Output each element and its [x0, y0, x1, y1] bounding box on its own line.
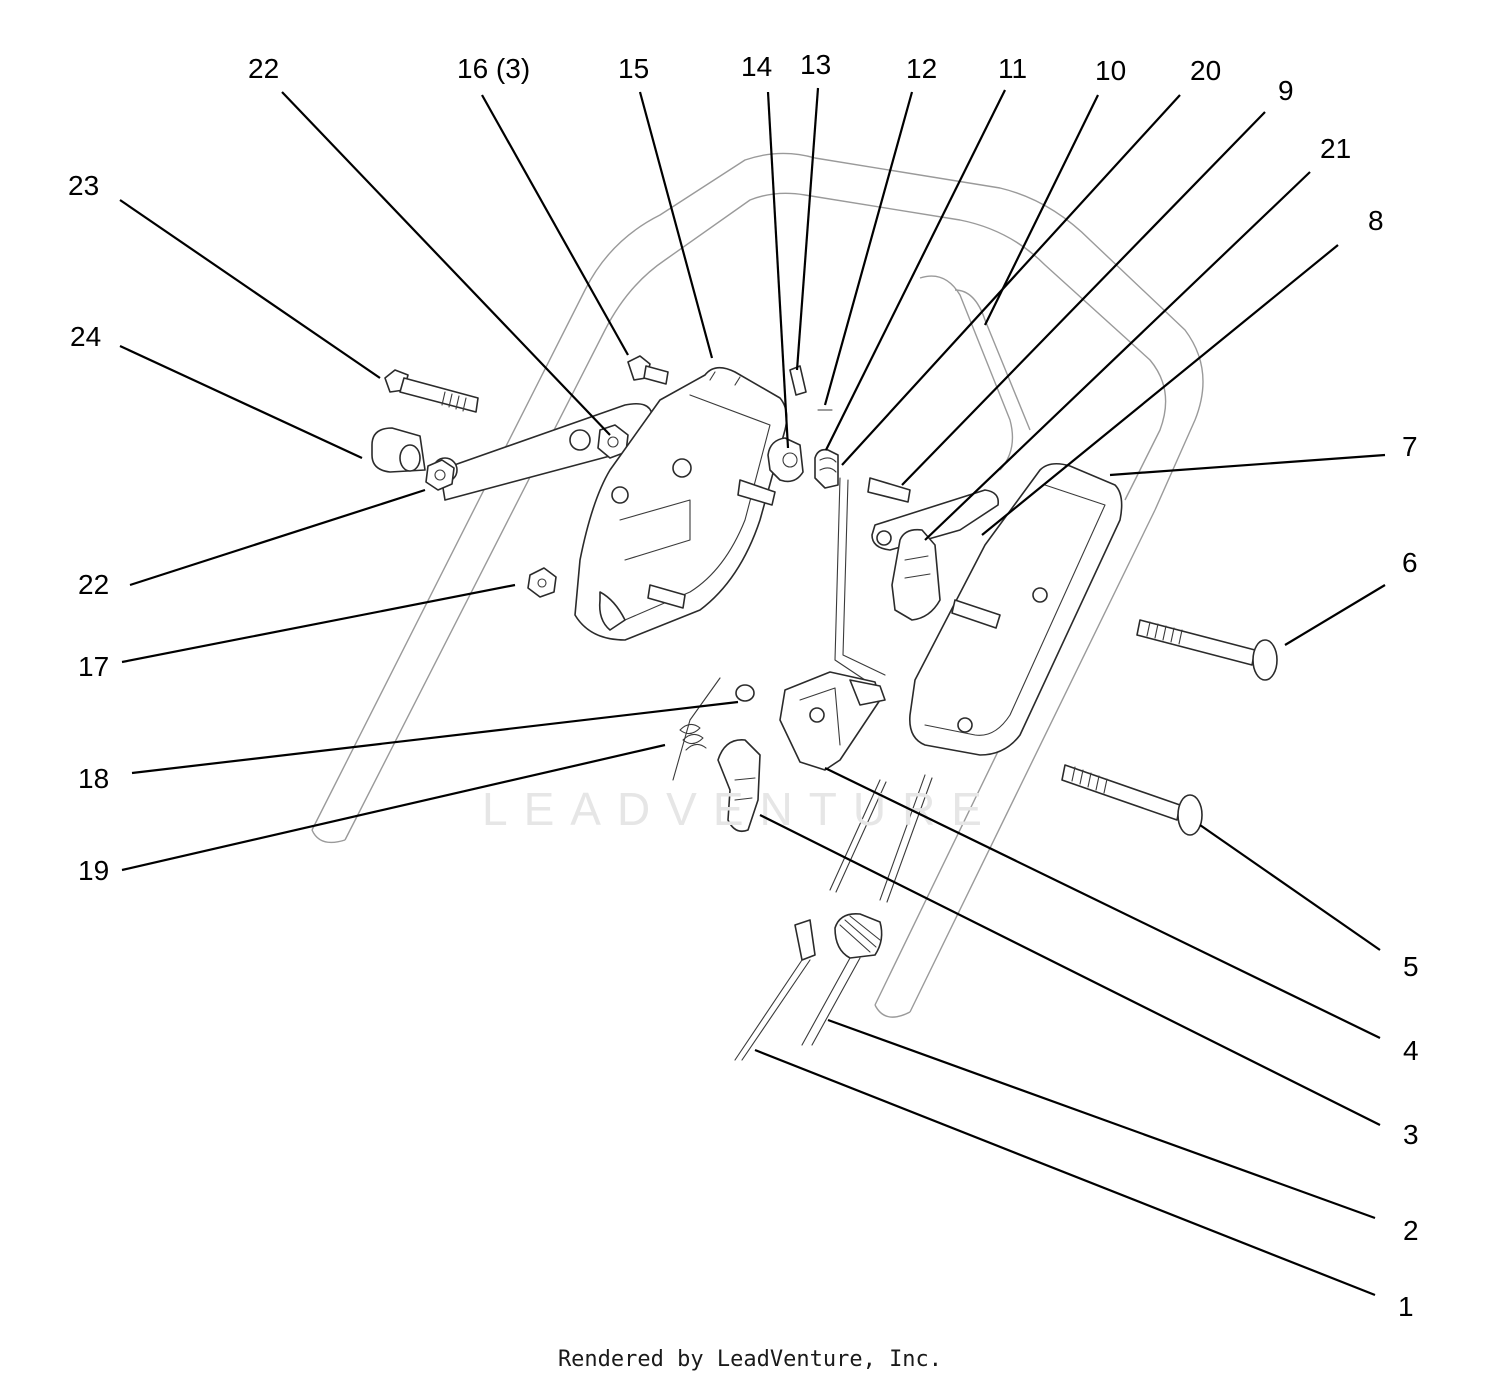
callout-5: 5 [1403, 951, 1419, 982]
callout-4: 4 [1403, 1035, 1419, 1066]
spring-11 [814, 448, 839, 489]
callout-15: 15 [618, 53, 649, 84]
nut-17 [527, 567, 557, 598]
spring-19 [672, 677, 721, 781]
callout-11: 11 [998, 53, 1027, 84]
callout-3: 3 [1403, 1119, 1419, 1150]
handle-tube [311, 152, 1204, 1018]
callout-23: 23 [68, 170, 99, 201]
callout-17: 17 [78, 651, 109, 682]
bolt-6 [1136, 619, 1278, 681]
spacer-24 [371, 427, 426, 473]
cable-1 [734, 779, 887, 1061]
callout-2: 2 [1403, 1215, 1419, 1246]
callout-9: 9 [1278, 75, 1294, 106]
callout-7: 7 [1402, 431, 1418, 462]
callout-labels: 22 16 (3) 15 14 13 12 11 10 20 9 21 8 23… [68, 49, 1419, 1322]
callout-19: 19 [78, 855, 109, 886]
callout-22-top: 22 [248, 53, 279, 84]
callout-12: 12 [906, 53, 937, 84]
footer-credit: Rendered by LeadVenture, Inc. [558, 1347, 942, 1372]
pivot-14 [767, 437, 804, 483]
callout-14: 14 [741, 51, 772, 82]
callout-16: 16 (3) [457, 53, 530, 84]
bracket-4 [779, 671, 886, 771]
callout-24: 24 [70, 321, 101, 352]
trigger-8 [891, 528, 941, 621]
washer-18 [735, 684, 755, 702]
nut-22-lower [425, 459, 455, 491]
callout-6: 6 [1402, 547, 1418, 578]
callout-18: 18 [78, 763, 109, 794]
watermark: LEADVENTURE [482, 783, 998, 835]
callout-22-bottom: 22 [78, 569, 109, 600]
bolt-5 [1061, 764, 1203, 836]
pin-20 [867, 477, 911, 503]
leader-lines [119, 87, 1386, 1297]
callout-8: 8 [1368, 205, 1384, 236]
clip-13 [789, 365, 807, 396]
housing-half-7 [908, 462, 1123, 756]
lever-3 [717, 739, 761, 833]
callout-21: 21 [1320, 133, 1351, 164]
callout-10: 10 [1095, 55, 1126, 86]
housing-half-15 [574, 366, 788, 641]
callout-20: 20 [1190, 55, 1221, 86]
screw-16 [627, 355, 669, 385]
control-rod [834, 477, 886, 691]
link-9 [871, 489, 1000, 551]
callout-1: 1 [1398, 1291, 1414, 1322]
bolt-23 [384, 369, 479, 413]
callout-13: 13 [800, 49, 831, 80]
